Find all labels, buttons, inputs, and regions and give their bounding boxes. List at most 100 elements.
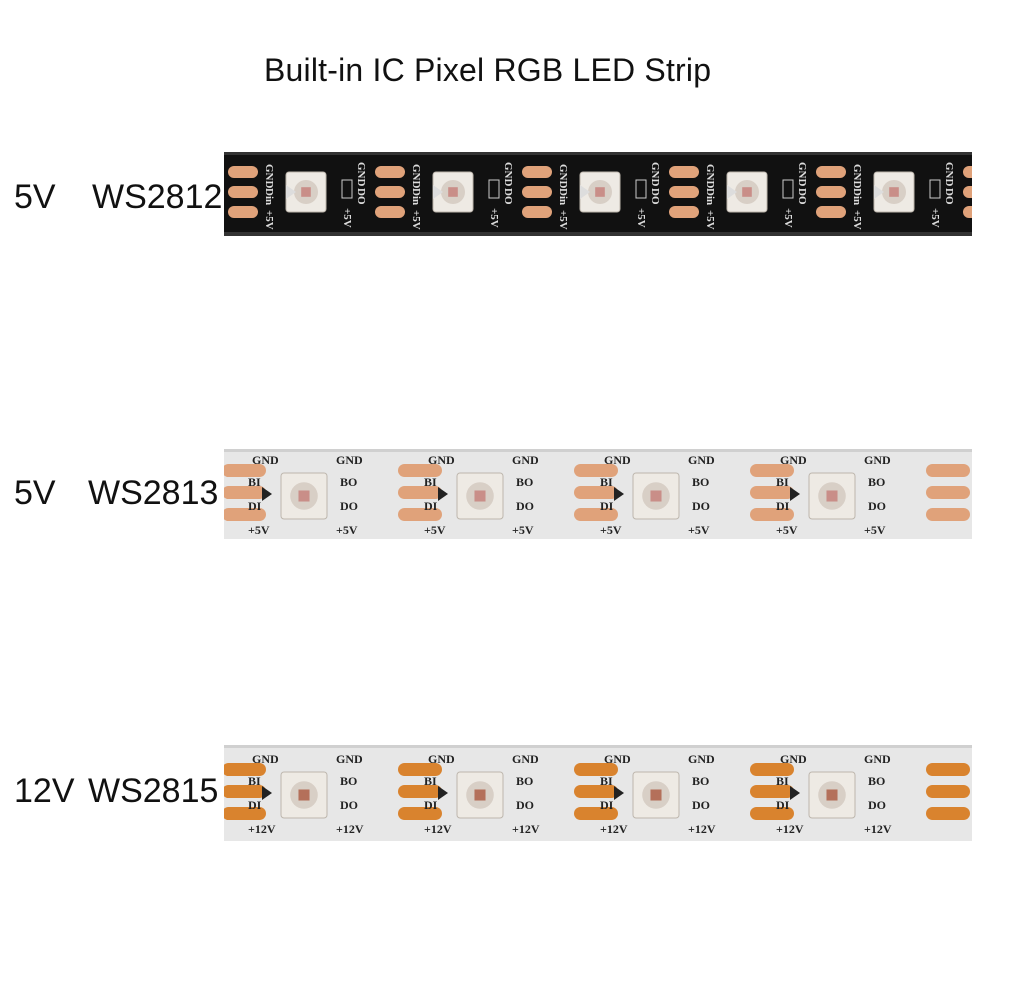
silkscreen-label: +5V: [688, 523, 710, 537]
led-die: [298, 490, 310, 502]
led-strip-ws2813-image: GNDBIDI+5VGNDBODO+5VGNDBIDI+5VGNDBODO+5V…: [224, 449, 972, 539]
silkscreen-label: DO: [355, 188, 367, 205]
solder-pad: [398, 486, 442, 499]
solder-pad: [926, 785, 970, 798]
silkscreen-label: BO: [692, 475, 709, 489]
silkscreen-label: BO: [340, 475, 357, 489]
silkscreen-label: DO: [340, 798, 358, 812]
direction-arrow: [262, 487, 272, 501]
silkscreen-label: BI: [248, 475, 261, 489]
silkscreen-label: DI: [600, 798, 614, 812]
silkscreen-label: DI: [424, 499, 438, 513]
solder-pad: [228, 186, 258, 198]
silkscreen-label: GND: [336, 453, 363, 467]
led-die: [650, 490, 662, 502]
model-label: WS2813: [88, 474, 219, 512]
silkscreen-label: GND: [512, 752, 539, 766]
solder-pad: [574, 464, 618, 477]
silkscreen-label: +5V: [424, 523, 446, 537]
silkscreen-label: GND: [336, 752, 363, 766]
solder-pad: [750, 807, 794, 820]
silkscreen-label: BI: [776, 774, 789, 788]
silkscreen-label: +5V: [336, 523, 358, 537]
solder-pad: [926, 508, 970, 521]
silkscreen-label: DI: [248, 798, 262, 812]
silkscreen-label: GND: [864, 752, 891, 766]
resistor: [341, 179, 353, 199]
solder-pad: [963, 166, 972, 178]
silkscreen-label: GND: [355, 162, 367, 187]
solder-pad: [522, 166, 552, 178]
led-die: [595, 187, 605, 197]
resistor: [635, 179, 647, 199]
silkscreen-label: +5V: [557, 210, 569, 230]
silkscreen-label: +5V: [635, 208, 647, 228]
solder-pad: [224, 486, 266, 499]
silkscreen-label: +5V: [600, 523, 622, 537]
led-die: [826, 490, 838, 502]
silkscreen-label: Din: [851, 188, 863, 205]
resistor: [782, 179, 794, 199]
silkscreen-label: BO: [692, 774, 709, 788]
silkscreen-label: BI: [248, 774, 261, 788]
silkscreen-label: +5V: [782, 208, 794, 228]
solder-pad: [816, 206, 846, 218]
solder-pad: [750, 785, 794, 798]
silkscreen-label: GND: [780, 453, 807, 467]
silkscreen-label: BI: [600, 475, 613, 489]
silkscreen-label: DO: [502, 188, 514, 205]
solder-pad: [963, 206, 972, 218]
solder-pad: [574, 807, 618, 820]
silkscreen-label: +12V: [776, 822, 804, 836]
silkscreen-label: BO: [340, 774, 357, 788]
silkscreen-label: Din: [704, 188, 716, 205]
solder-pad: [926, 807, 970, 820]
led-die: [650, 789, 662, 801]
solder-pad: [669, 166, 699, 178]
led-die: [826, 789, 838, 801]
silkscreen-label: GND: [688, 453, 715, 467]
pcb-edge: [224, 449, 972, 452]
solder-pad: [398, 464, 442, 477]
silkscreen-label: +5V: [410, 210, 422, 230]
silkscreen-label: DO: [516, 798, 534, 812]
silkscreen-label: +5V: [864, 523, 886, 537]
silkscreen-label: BI: [424, 774, 437, 788]
silkscreen-label: +12V: [512, 822, 540, 836]
silkscreen-label: BI: [776, 475, 789, 489]
direction-arrow: [790, 487, 800, 501]
silkscreen-label: BI: [424, 475, 437, 489]
direction-arrow: [262, 786, 272, 800]
silkscreen-label: +5V: [341, 208, 353, 228]
silkscreen-label: +5V: [488, 208, 500, 228]
solder-pad: [574, 486, 618, 499]
led-die: [301, 187, 311, 197]
solder-pad: [750, 464, 794, 477]
silkscreen-label: DI: [776, 798, 790, 812]
led-die: [742, 187, 752, 197]
solder-pad: [522, 186, 552, 198]
direction-arrow: [874, 185, 884, 199]
strip-segment: [926, 763, 970, 820]
solder-pad: [224, 763, 266, 776]
solder-pad: [750, 508, 794, 521]
direction-arrow: [438, 786, 448, 800]
silkscreen-label: +5V: [851, 210, 863, 230]
direction-arrow: [286, 185, 296, 199]
solder-pad: [228, 206, 258, 218]
silkscreen-label: +5V: [704, 210, 716, 230]
silkscreen-label: DO: [796, 188, 808, 205]
silkscreen-label: DI: [600, 499, 614, 513]
led-strip-ws2815-image: GNDBIDI+12VGNDBODO+12VGNDBIDI+12VGNDBODO…: [224, 745, 972, 841]
